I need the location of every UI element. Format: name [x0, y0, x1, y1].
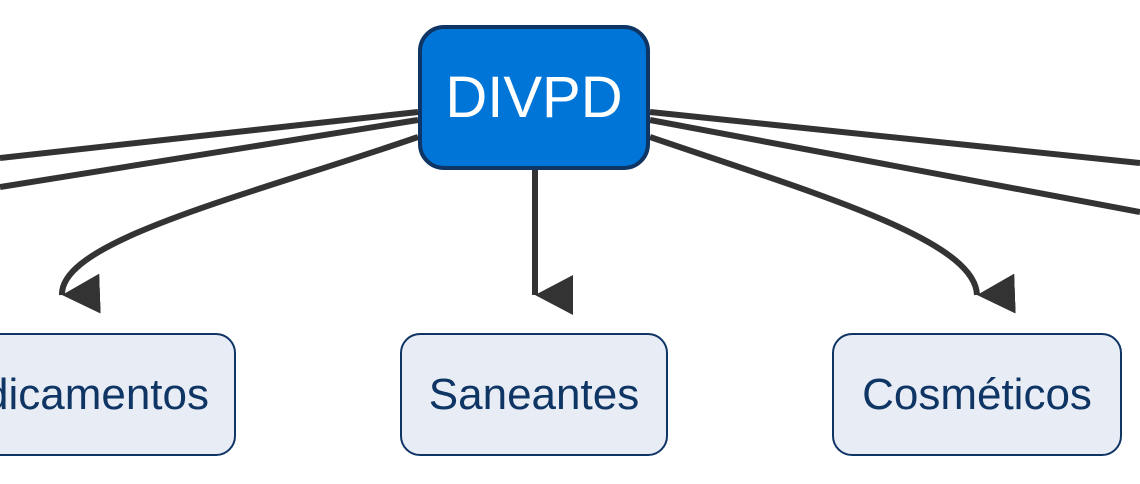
connector-offscreen-left-lower	[0, 117, 419, 190]
child-node-label: Medicamentos	[0, 369, 209, 419]
root-node-label: DIVPD	[445, 65, 623, 130]
root-node-divpd[interactable]: DIVPD	[418, 25, 650, 170]
connector-offscreen-right-upper	[649, 109, 1140, 166]
connector-offscreen-left-upper	[0, 109, 419, 161]
connector-offscreen-right-lower	[649, 117, 1140, 215]
connector-to-cosmeticos	[649, 134, 1016, 314]
child-node-label: Saneantes	[428, 369, 640, 419]
child-node-medicamentos[interactable]: Medicamentos	[0, 333, 236, 456]
connector-to-medicamentos	[58, 134, 419, 314]
child-node-cosmeticos[interactable]: Cosméticos	[832, 333, 1122, 456]
child-node-saneantes[interactable]: Saneantes	[400, 333, 668, 456]
child-node-label: Cosméticos	[862, 369, 1092, 419]
